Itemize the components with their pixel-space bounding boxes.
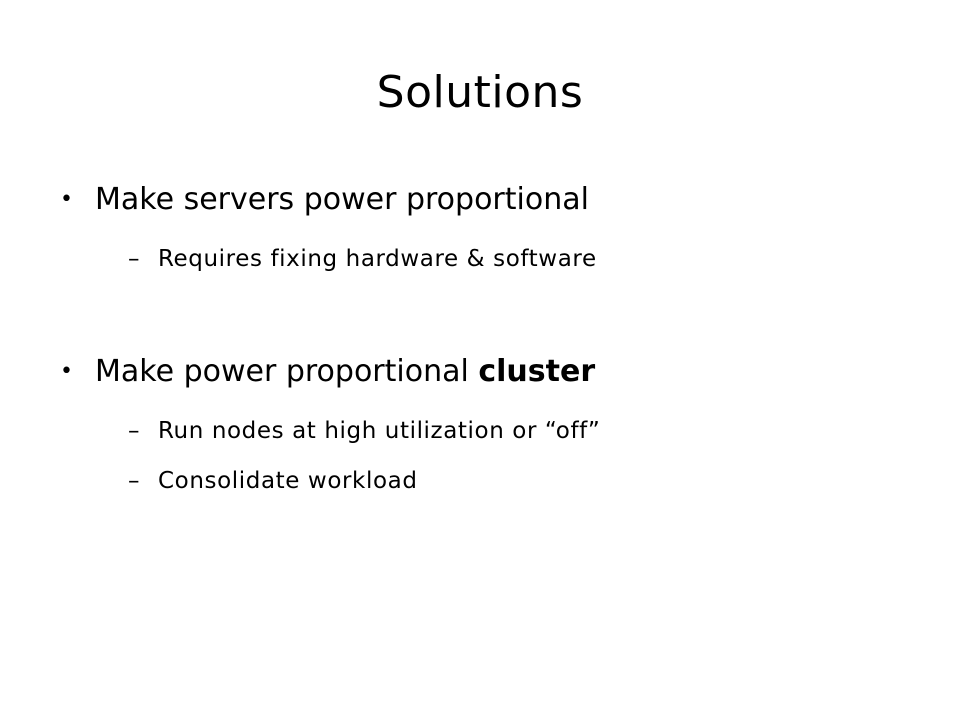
sub-bullet-marker: – [128, 246, 141, 272]
bullet-marker: • [60, 359, 73, 384]
bullet-text: Make servers power proportional [95, 182, 589, 217]
sub-bullet-marker: – [128, 418, 141, 444]
bullet-marker: • [60, 187, 73, 212]
slide-title: Solutions [376, 67, 584, 118]
bullet-text-prefix: Make power proportional [95, 354, 479, 389]
bullet-text-emphasis: cluster [478, 354, 596, 389]
sub-bullet-text: Consolidate workload [158, 468, 418, 494]
sub-bullet-text: Run nodes at high utilization or “off” [158, 418, 601, 444]
sub-bullet-marker: – [128, 468, 141, 494]
bullet-text: Make power proportional cluster [95, 347, 595, 397]
sub-bullet-text: Requires fixing hardware & software [158, 246, 597, 272]
